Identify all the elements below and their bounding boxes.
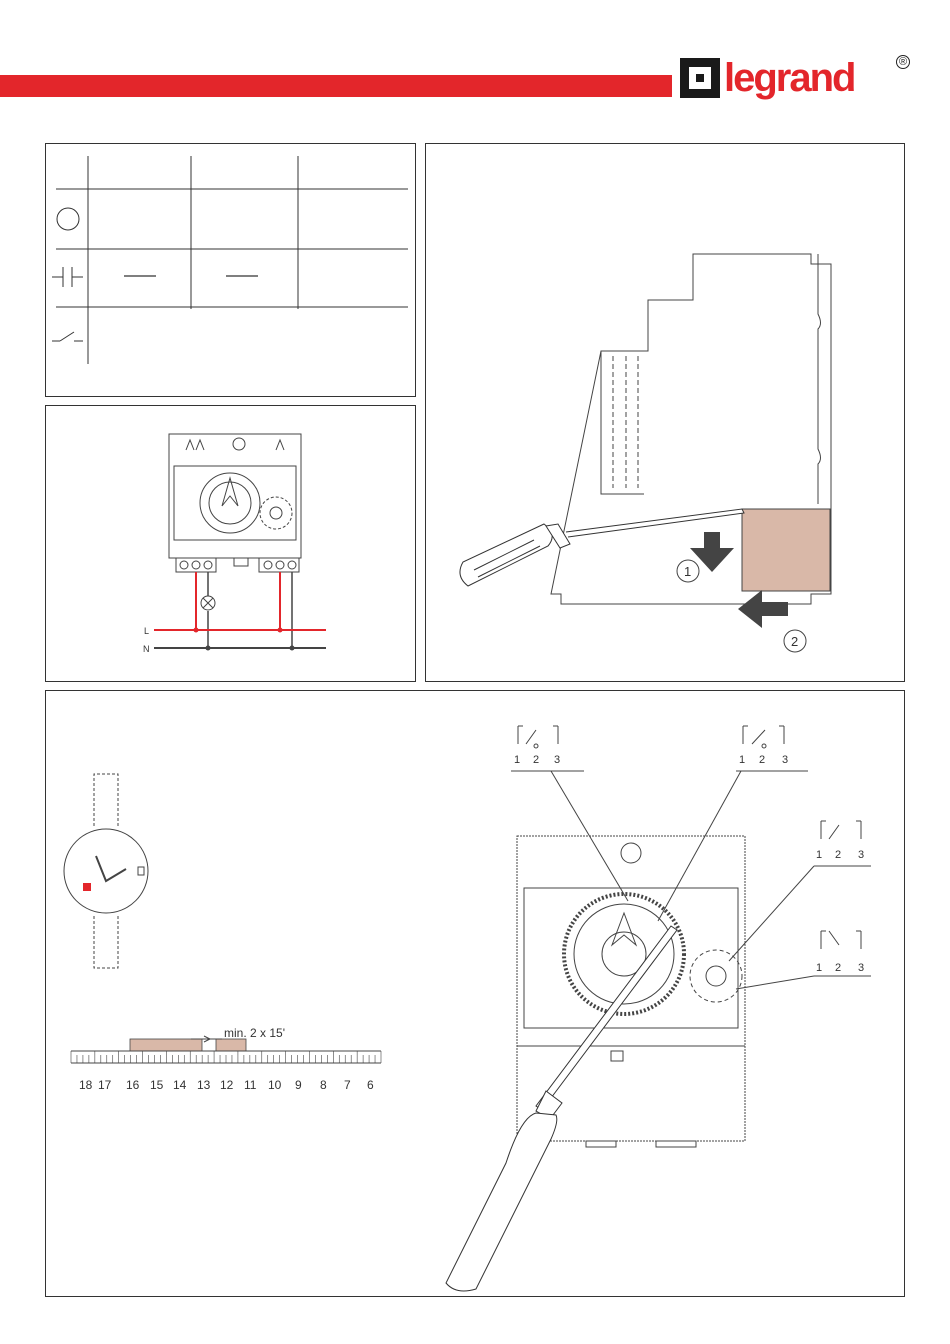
scale-tick-label: 17 <box>98 1078 112 1092</box>
scale-tick-label: 7 <box>344 1078 351 1092</box>
arrow-down-icon <box>690 532 734 572</box>
terminal-label: 3 <box>858 849 864 861</box>
header-red-bar <box>0 75 672 97</box>
wiring-diagram: L N <box>46 406 415 681</box>
scale-tick-label: 12 <box>220 1078 234 1092</box>
terminal-label: 1 <box>739 754 745 766</box>
step-1-label: 1 <box>684 564 691 579</box>
timer-device <box>169 434 301 572</box>
scale-tick-label: 11 <box>244 1078 257 1092</box>
legrand-logo-text: legrand <box>724 58 854 98</box>
removal-panel: 1 2 <box>425 143 905 682</box>
terminal-label: 3 <box>554 754 560 766</box>
programming-diagram: min. 2 x 15' 18 17 16 15 14 13 12 11 10 … <box>46 691 904 1296</box>
terminal-label: 2 <box>759 754 765 766</box>
interval-label: min. 2 x 15' <box>224 1026 285 1040</box>
scale-tick-label: 14 <box>173 1078 187 1092</box>
terminal-label: 2 <box>533 754 539 766</box>
symbol-table-panel <box>45 143 416 397</box>
scale-tick-label: 9 <box>295 1078 302 1092</box>
neutral-label: N <box>143 644 150 654</box>
removal-diagram: 1 2 <box>426 144 904 681</box>
scale-tick-label: 10 <box>268 1078 282 1092</box>
legrand-logo: legrand <box>680 56 854 100</box>
programming-panel: min. 2 x 15' 18 17 16 15 14 13 12 11 10 … <box>45 690 905 1297</box>
release-clip[interactable] <box>742 509 830 591</box>
wires <box>154 572 326 651</box>
terminal-label: 1 <box>816 849 822 861</box>
contact-labels-2: 1 2 3 <box>739 754 788 766</box>
scale-labels: 18 17 16 15 14 13 12 11 10 9 8 7 6 <box>79 1078 374 1092</box>
arrow-left-icon <box>738 590 788 628</box>
screwdriver-icon <box>460 509 744 586</box>
scale-tick-label: 13 <box>197 1078 211 1092</box>
terminal-label: 1 <box>816 962 822 974</box>
symbol-table <box>46 144 415 396</box>
scale-tick-label: 16 <box>126 1078 140 1092</box>
live-label: L <box>144 626 149 636</box>
terminal-label: 2 <box>835 962 841 974</box>
scale-tick-label: 6 <box>367 1078 374 1092</box>
terminal-label: 3 <box>858 962 864 974</box>
wiring-diagram-panel: L N <box>45 405 416 682</box>
contact-labels-1: 1 2 3 <box>514 754 560 766</box>
time-scale <box>71 1036 381 1063</box>
scale-tick-label: 18 <box>79 1078 93 1092</box>
symbol-circle-icon <box>57 208 79 230</box>
terminal-label: 3 <box>782 754 788 766</box>
legrand-logo-mark-icon <box>680 58 720 98</box>
symbol-switch-icon <box>52 332 83 341</box>
step-2-label: 2 <box>791 634 798 649</box>
terminal-label: 2 <box>835 849 841 861</box>
watch-icon <box>64 774 148 968</box>
screwdriver-icon <box>446 926 677 1291</box>
contact-labels-3: 1 2 3 <box>816 849 864 861</box>
contact-labels-4: 1 2 3 <box>816 962 864 974</box>
scale-tick-label: 8 <box>320 1078 327 1092</box>
scale-tick-label: 15 <box>150 1078 164 1092</box>
symbol-contact-no-icon <box>52 267 83 287</box>
registered-mark: ® <box>896 55 910 69</box>
terminal-label: 1 <box>514 754 520 766</box>
